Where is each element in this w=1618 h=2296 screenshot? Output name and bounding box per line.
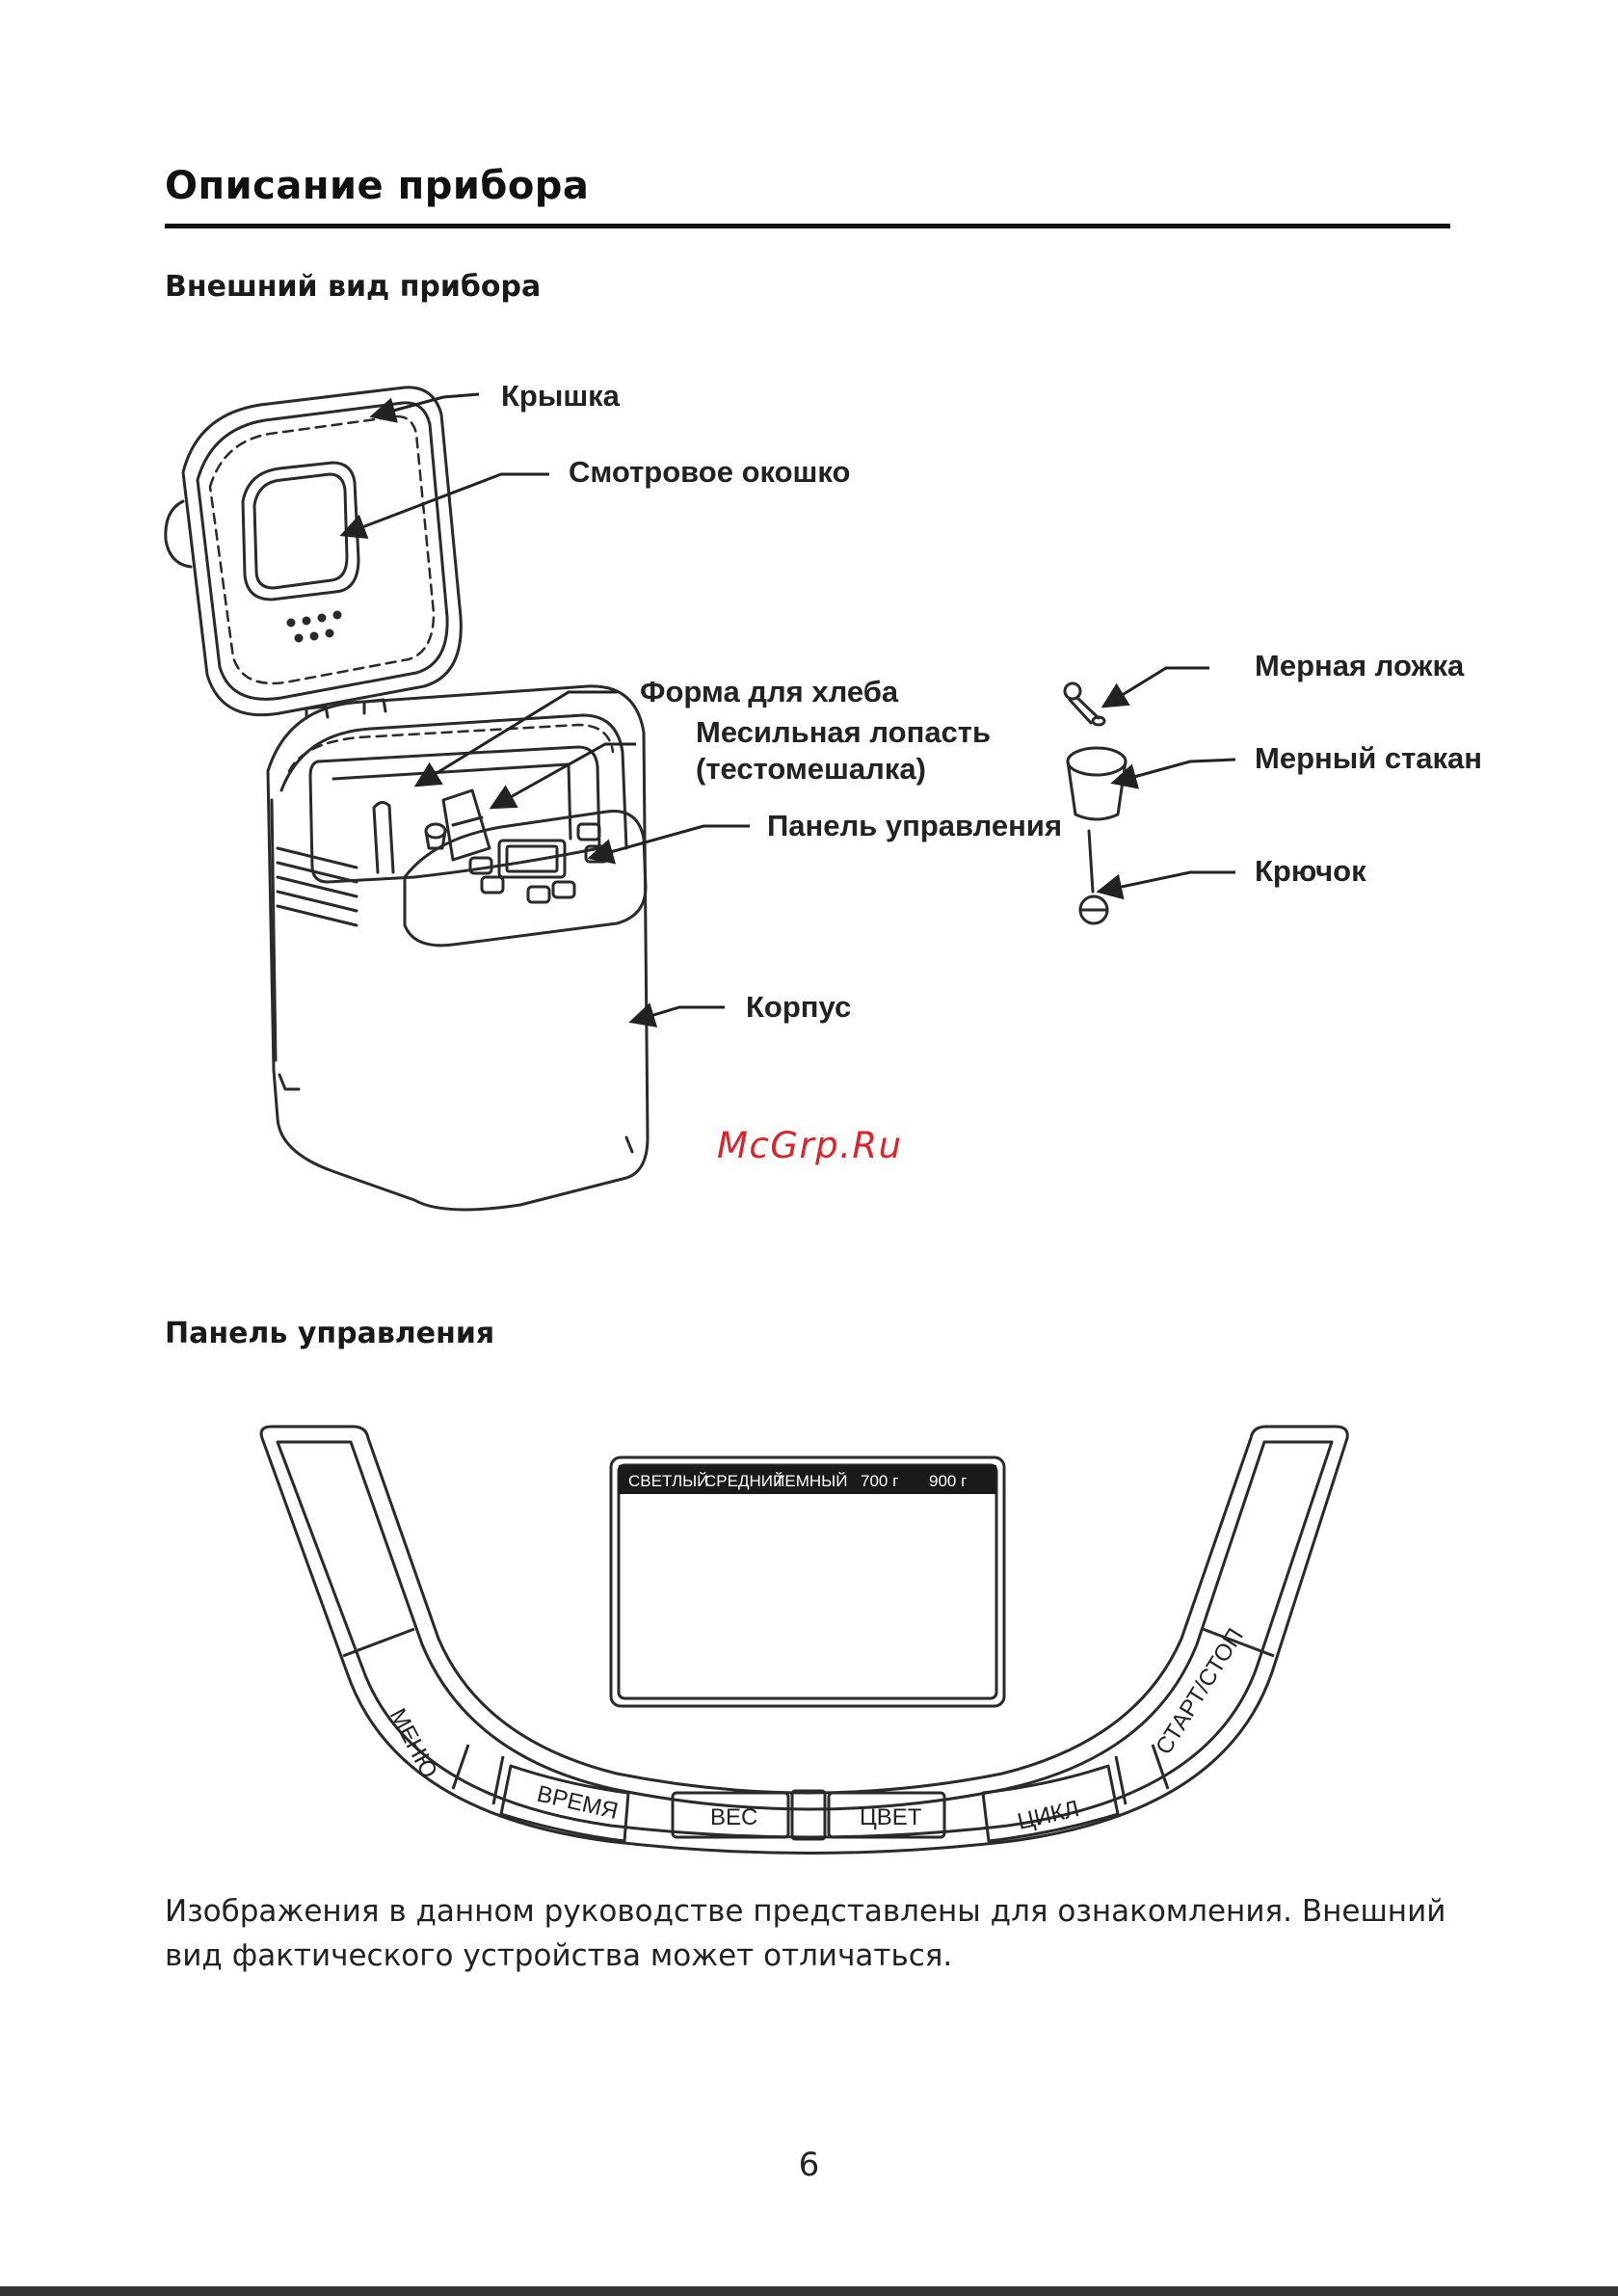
callout-lid: Крышка <box>501 379 620 413</box>
leader-lines <box>339 392 1236 1028</box>
title-divider <box>165 224 1450 228</box>
accessories-drawing <box>1063 681 1127 925</box>
callout-body: Корпус <box>746 990 852 1024</box>
callout-paddle-line1: Месильная лопасть <box>696 715 992 749</box>
leader-panel <box>587 824 750 865</box>
menu-button-label[interactable]: МЕНЮ <box>385 1704 442 1782</box>
callout-panel: Панель управления <box>767 809 1063 842</box>
leader-paddle <box>489 742 636 810</box>
weight-button-label[interactable]: ВЕС <box>710 1804 757 1830</box>
color-button-label[interactable]: ЦВЕТ <box>860 1804 922 1830</box>
section-heading-panel: Панель управления <box>165 1317 495 1350</box>
time-button-label[interactable]: ВРЕМЯ <box>535 1781 621 1826</box>
leader-body <box>628 1002 725 1028</box>
section-heading-exterior: Внешний вид прибора <box>165 270 542 304</box>
display-label-light: СВЕТЛЫЙ <box>628 1472 708 1490</box>
leader-cup <box>1110 758 1236 789</box>
display-header-band <box>619 1465 996 1494</box>
page-number: 6 <box>798 2146 820 2184</box>
startstop-button-label[interactable]: СТАРТ/СТОП <box>1151 1624 1249 1759</box>
callout-spoon: Мерная ложка <box>1255 649 1465 682</box>
page-title: Описание прибора <box>165 164 590 208</box>
display-label-900g: 900 г <box>929 1472 967 1490</box>
callout-paddle-line2: (тестомешалка) <box>696 752 926 786</box>
disclaimer-note: Изображения в данном руководстве предста… <box>165 1894 1446 1973</box>
leader-spoon <box>1101 666 1209 708</box>
leader-pan <box>413 690 617 788</box>
leader-window <box>339 472 549 539</box>
callout-pan: Форма для хлеба <box>640 675 899 708</box>
callout-window: Смотровое окошко <box>569 455 851 489</box>
display-label-dark: ТЕМНЫЙ <box>775 1472 847 1490</box>
lid-drawing <box>164 386 463 717</box>
cycle-button-label[interactable]: ЦИКЛ <box>1015 1796 1081 1835</box>
callout-hook: Крючок <box>1255 854 1366 888</box>
callout-cup: Мерный стакан <box>1255 741 1483 775</box>
display-label-medium: СРЕДНИЙ <box>704 1472 784 1490</box>
watermark: McGrp.Ru <box>717 1125 903 1166</box>
leader-hook <box>1096 870 1235 900</box>
leader-lid <box>369 392 480 423</box>
bottom-edge-bar <box>0 2286 1618 2296</box>
display-label-700g: 700 г <box>861 1472 898 1490</box>
